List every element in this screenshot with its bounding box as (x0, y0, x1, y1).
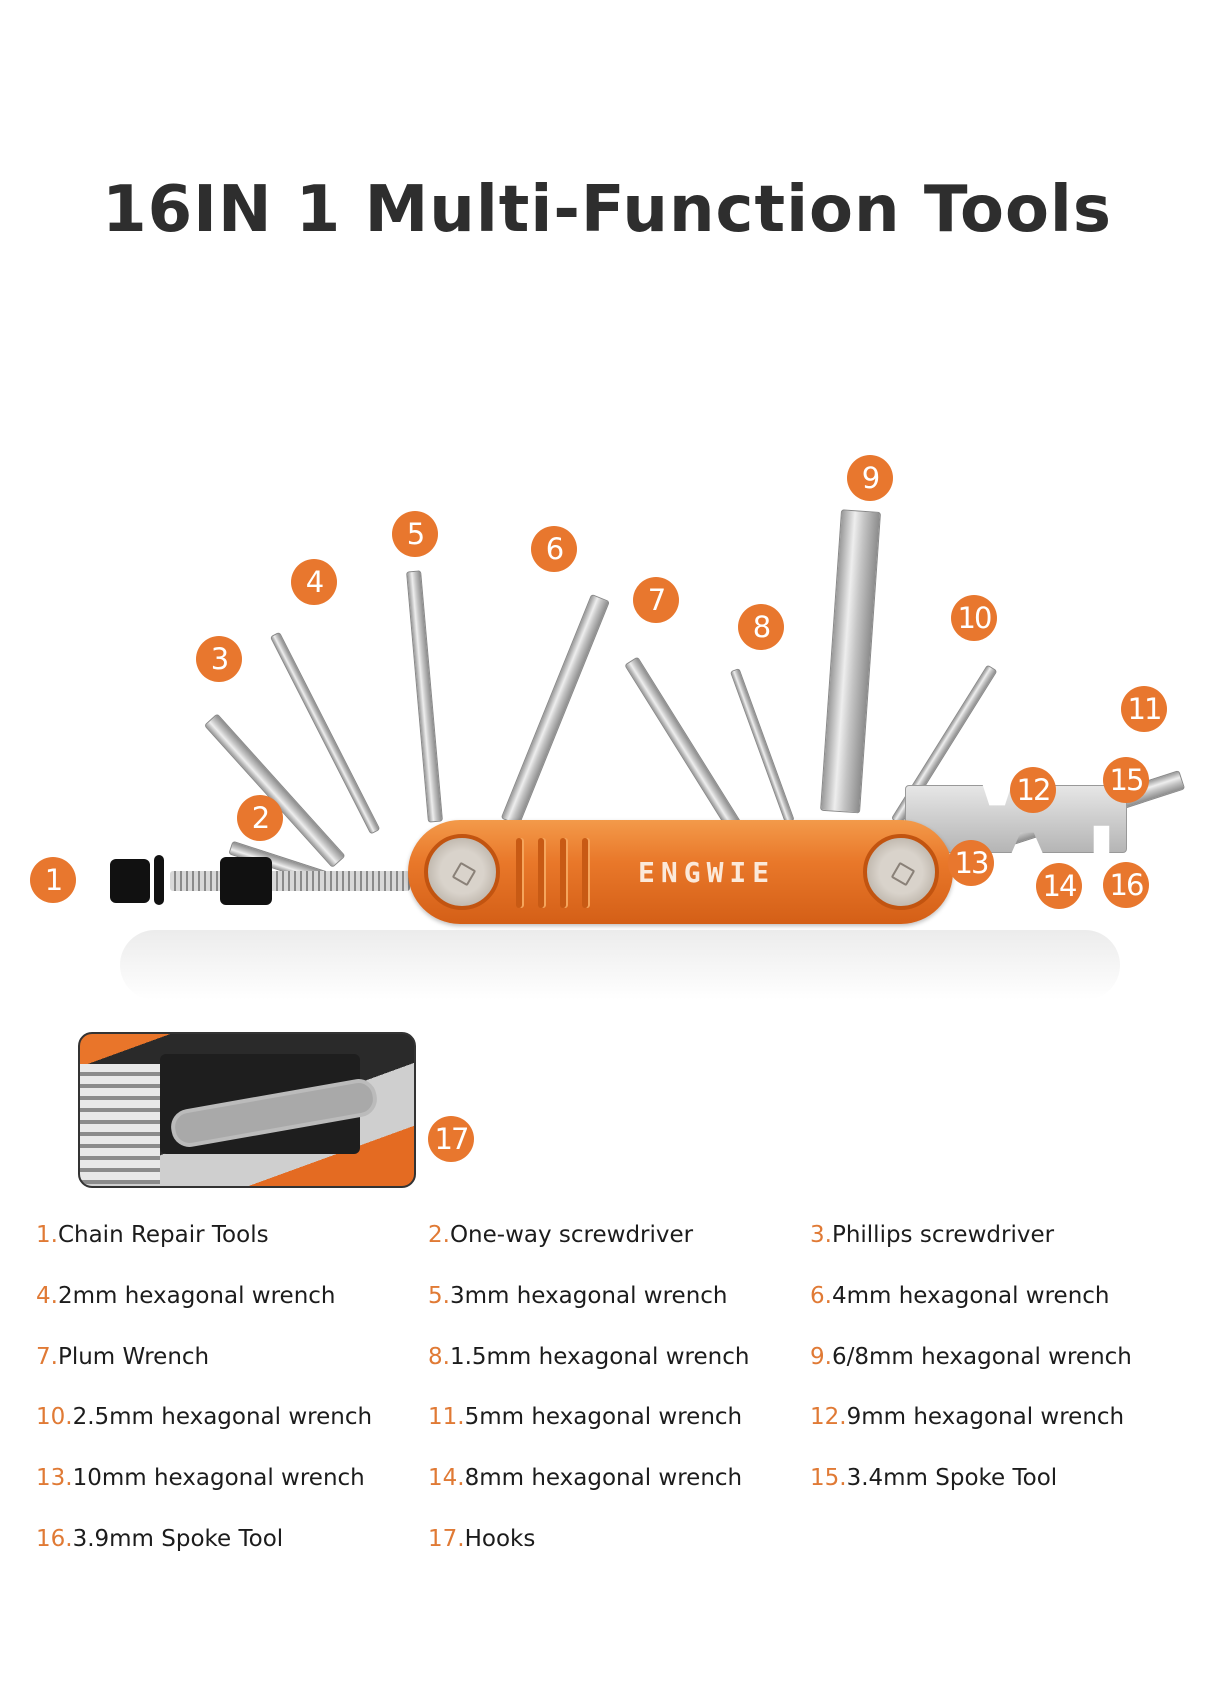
callout-badge-13: 13 (948, 840, 994, 886)
callout-badge-4: 4 (291, 559, 337, 605)
legend-item: 10.2.5mm hexagonal wrench (36, 1404, 373, 1430)
hooks-detail-inset (78, 1032, 416, 1188)
callout-badge-1: 1 (30, 857, 76, 903)
legend-item: 12.9mm hexagonal wrench (810, 1404, 1125, 1430)
legend-item: 1.Chain Repair Tools (36, 1222, 269, 1248)
tool-body: ENGWIE (408, 820, 953, 924)
product-illustration: ENGWIE 1 2 3 4 5 6 7 8 9 10 11 12 13 14 … (0, 0, 1214, 1120)
tool-1-5mm-hex (729, 668, 795, 824)
callout-badge-9: 9 (847, 455, 893, 501)
callout-badge-11: 11 (1121, 686, 1167, 732)
product-reflection (120, 930, 1120, 1000)
legend-item: 17.Hooks (428, 1526, 536, 1552)
legend-row: 1.Chain Repair Tools 2.One-way screwdriv… (36, 1222, 1196, 1262)
tool-chain-repair (110, 855, 410, 905)
legend-item: 13.10mm hexagonal wrench (36, 1465, 365, 1491)
legend-item: 8.1.5mm hexagonal wrench (428, 1344, 750, 1370)
callout-badge-10: 10 (951, 595, 997, 641)
legend-item: 16.3.9mm Spoke Tool (36, 1526, 284, 1552)
brand-logo: ENGWIE (638, 856, 776, 889)
callout-badge-2: 2 (237, 795, 283, 841)
callout-badge-15: 15 (1103, 757, 1149, 803)
page-title: 16IN 1 Multi-Function Tools (102, 172, 1112, 247)
legend-row: 16.3.9mm Spoke Tool 17.Hooks (36, 1526, 1196, 1566)
bolt-left (424, 834, 500, 910)
legend-item: 5.3mm hexagonal wrench (428, 1283, 728, 1309)
callout-badge-5: 5 (392, 511, 438, 557)
legend-row: 13.10mm hexagonal wrench 14.8mm hexagona… (36, 1465, 1196, 1505)
tool-plum-wrench (624, 656, 745, 837)
legend-item: 15.3.4mm Spoke Tool (810, 1465, 1058, 1491)
callout-badge-8: 8 (738, 604, 784, 650)
legend-row: 10.2.5mm hexagonal wrench 11.5mm hexagon… (36, 1404, 1196, 1444)
tool-6-8mm-hex (820, 509, 882, 814)
callout-badge-3: 3 (196, 636, 242, 682)
legend-row: 4.2mm hexagonal wrench 5.3mm hexagonal w… (36, 1283, 1196, 1323)
legend-item: 14.8mm hexagonal wrench (428, 1465, 743, 1491)
tool-3mm-hex (406, 570, 443, 823)
bolt-right (863, 834, 939, 910)
callout-badge-12: 12 (1010, 767, 1056, 813)
legend-item: 11.5mm hexagonal wrench (428, 1404, 743, 1430)
callout-badge-17: 17 (428, 1116, 474, 1162)
legend-row: 7.Plum Wrench 8.1.5mm hexagonal wrench 9… (36, 1344, 1196, 1384)
callout-badge-16: 16 (1103, 862, 1149, 908)
legend-item: 2.One-way screwdriver (428, 1222, 694, 1248)
callout-badge-14: 14 (1036, 863, 1082, 909)
tool-4mm-hex (500, 593, 610, 826)
legend-item: 3.Phillips screwdriver (810, 1222, 1055, 1248)
legend-item: 9.6/8mm hexagonal wrench (810, 1344, 1132, 1370)
legend-item: 6.4mm hexagonal wrench (810, 1283, 1110, 1309)
callout-badge-6: 6 (531, 526, 577, 572)
callout-badge-7: 7 (633, 577, 679, 623)
legend-item: 7.Plum Wrench (36, 1344, 210, 1370)
legend-item: 4.2mm hexagonal wrench (36, 1283, 336, 1309)
